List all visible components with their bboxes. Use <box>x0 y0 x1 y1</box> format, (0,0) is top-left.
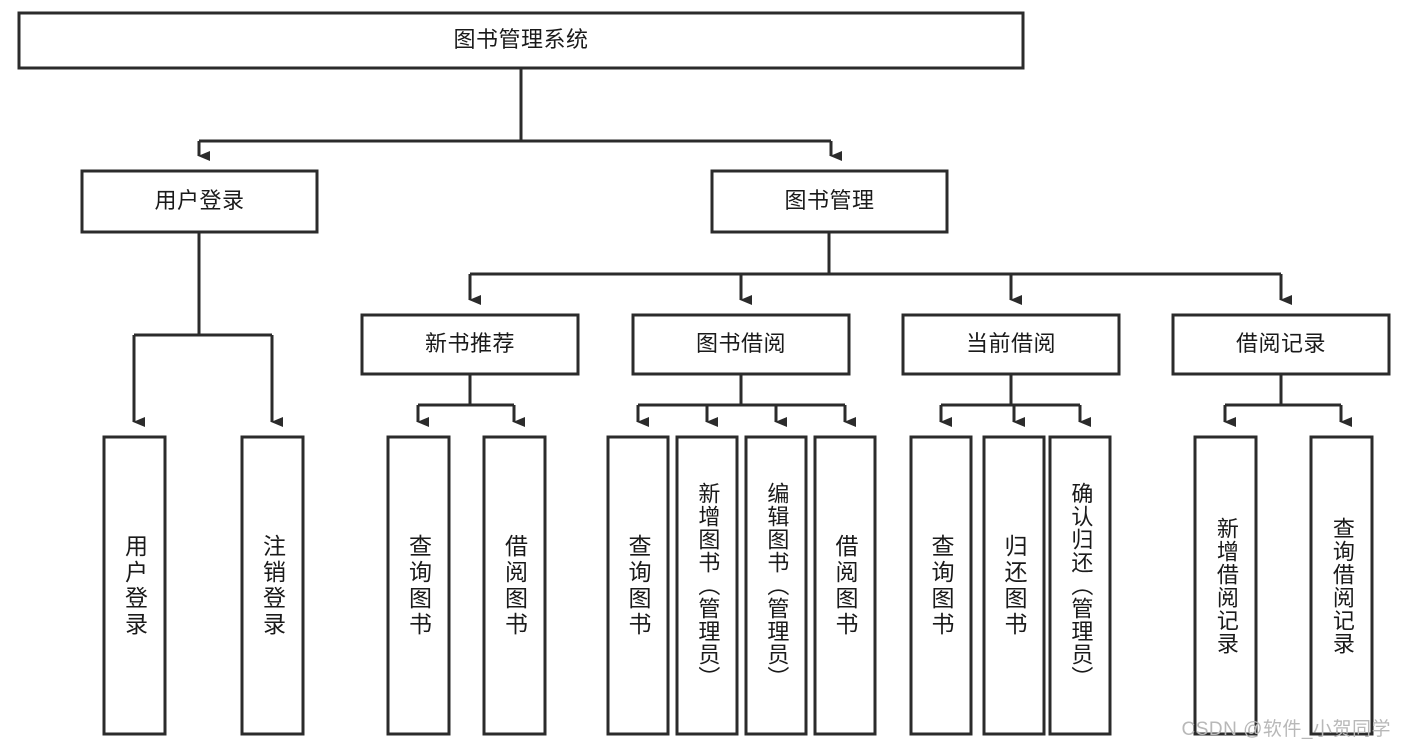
node-box-book-borrow[interactable] <box>631 313 851 376</box>
leaf-box-current-borrow-1[interactable] <box>982 435 1046 736</box>
leaf-box-borrow-record-0[interactable] <box>1193 435 1258 736</box>
csdn-watermark: CSDN @软件_小贺同学 <box>1181 719 1391 740</box>
leaf-box-book-borrow-2[interactable] <box>744 435 808 736</box>
leaf-box-book-borrow-3[interactable] <box>813 435 877 736</box>
node-box-borrow-record[interactable] <box>1171 313 1391 376</box>
node-box-user-login[interactable] <box>80 169 319 234</box>
leaf-box-new-book-1[interactable] <box>482 435 547 736</box>
leaf-box-current-borrow-2[interactable] <box>1048 435 1112 736</box>
leaf-box-new-book-0[interactable] <box>386 435 451 736</box>
node-box-new-book-recommend[interactable] <box>360 313 580 376</box>
node-box-book-manage[interactable] <box>710 169 949 234</box>
node-box-current-borrow[interactable] <box>901 313 1121 376</box>
leaf-box-current-borrow-0[interactable] <box>909 435 973 736</box>
leaf-box-book-borrow-1[interactable] <box>675 435 739 736</box>
leaf-box-user-login-0[interactable] <box>102 435 167 736</box>
node-box-root[interactable] <box>17 11 1025 70</box>
leaf-box-book-borrow-0[interactable] <box>606 435 670 736</box>
leaf-box-borrow-record-1[interactable] <box>1309 435 1374 736</box>
leaf-box-user-login-1[interactable] <box>240 435 305 736</box>
